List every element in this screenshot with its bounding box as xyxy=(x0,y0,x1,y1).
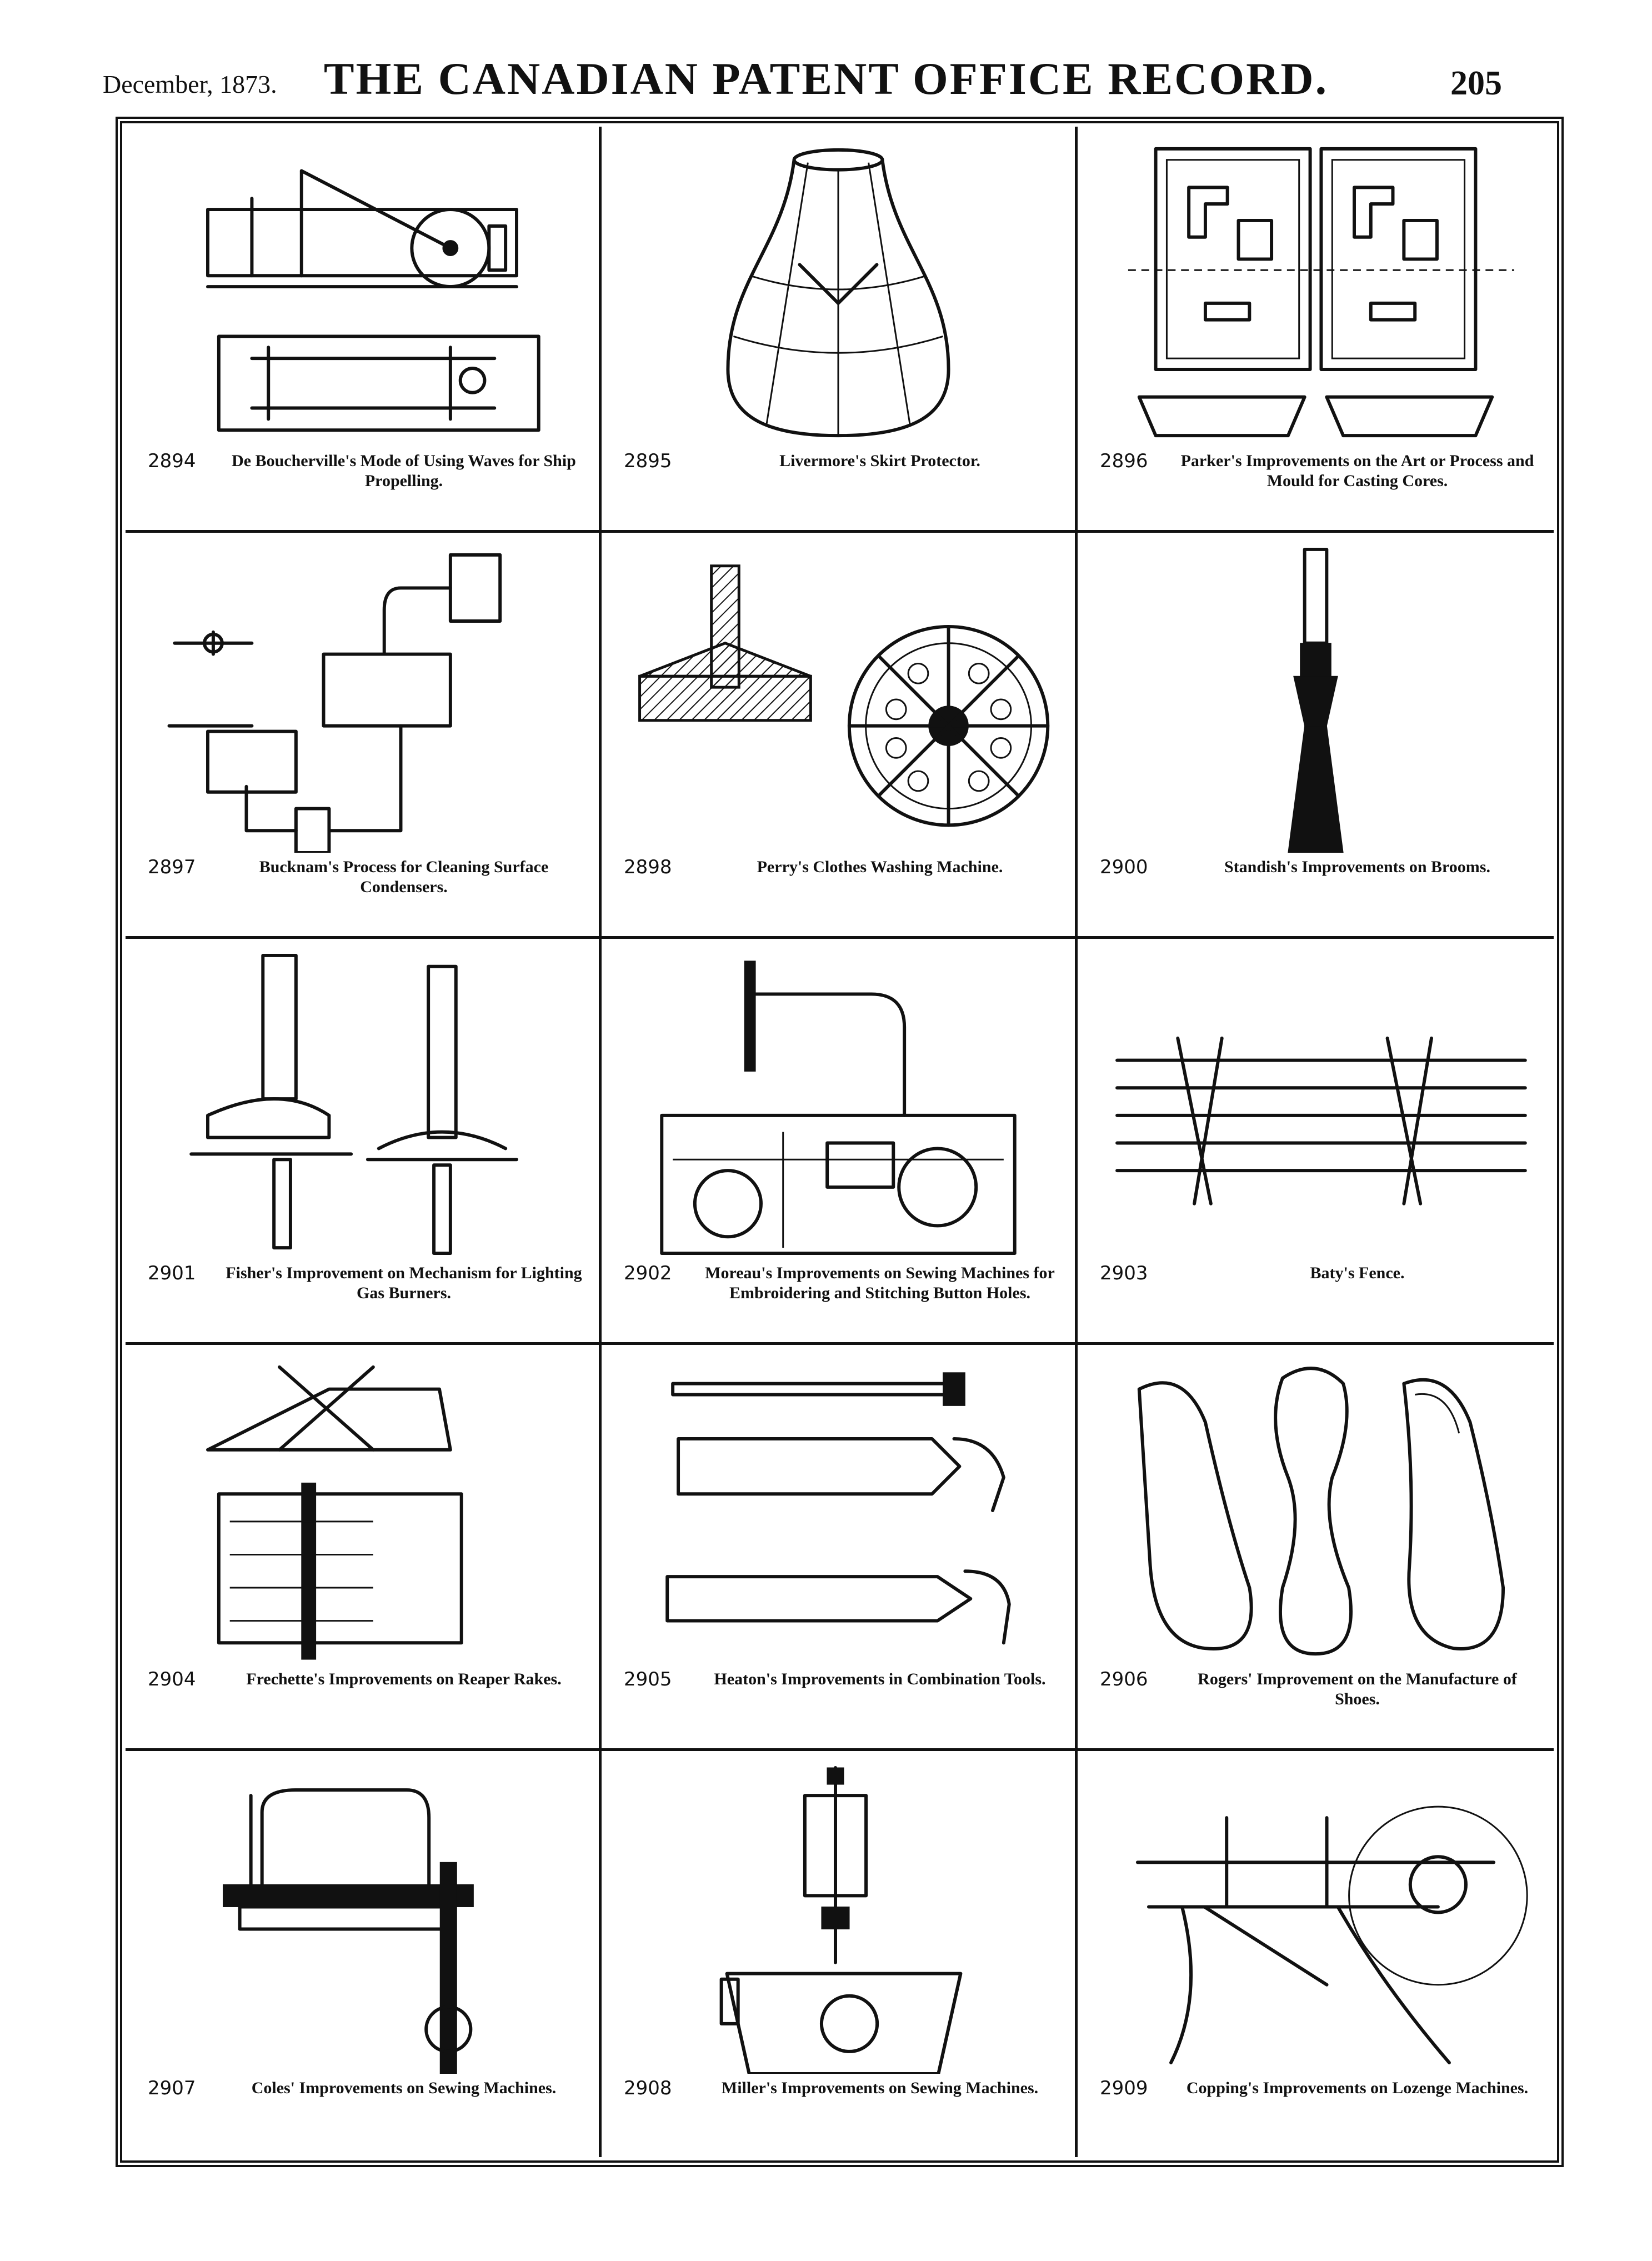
patent-title: Copping's Improvements on Lozenge Machin… xyxy=(1186,2079,1529,2097)
plate-caption: 2904 Frechette's Improvements on Reaper … xyxy=(148,1669,582,1736)
illustration-reaper-rake xyxy=(137,1356,588,1665)
patent-title: Bucknam's Process for Cleaning Surface C… xyxy=(259,858,549,896)
illustration-embroidering-machine xyxy=(613,950,1064,1259)
plate-2902: 2902 Moreau's Improvements on Sewing Mac… xyxy=(602,939,1078,1345)
illustration-gas-burner-lighter xyxy=(137,950,588,1259)
patent-title: Rogers' Improvement on the Manufacture o… xyxy=(1198,1670,1517,1708)
patent-number: 2906 xyxy=(1100,1668,1148,1690)
plate-caption: 2897 Bucknam's Process for Cleaning Surf… xyxy=(148,857,582,924)
page-number: 205 xyxy=(1450,64,1502,102)
illustration-broom xyxy=(1089,544,1543,853)
plate-2907: 2907 Coles' Improvements on Sewing Machi… xyxy=(126,1751,602,2157)
plate-2906: 2906 Rogers' Improvement on the Manufact… xyxy=(1078,1345,1554,1751)
illustration-shoe-soles xyxy=(1089,1356,1543,1665)
plate-caption: 2900 Standish's Improvements on Brooms. xyxy=(1100,857,1537,924)
patent-number: 2903 xyxy=(1100,1262,1148,1284)
patent-title: Livermore's Skirt Protector. xyxy=(779,452,980,470)
patent-number: 2909 xyxy=(1100,2077,1148,2099)
patent-number: 2901 xyxy=(148,1262,196,1284)
illustration-lozenge-machine xyxy=(1089,1762,1543,2074)
patent-title: Standish's Improvements on Brooms. xyxy=(1224,858,1490,876)
header-date: December, 1873. xyxy=(103,70,277,98)
plate-2894: 2894 De Boucherville's Mode of Using Wav… xyxy=(126,127,602,533)
plate-caption: 2908 Miller's Improvements on Sewing Mac… xyxy=(624,2078,1058,2145)
patent-title: Moreau's Improvements on Sewing Machines… xyxy=(705,1264,1055,1302)
illustration-sewing-machine-miller xyxy=(613,1762,1064,2074)
patent-title: Fisher's Improvement on Mechanism for Li… xyxy=(226,1264,582,1302)
patent-title: Parker's Improvements on the Art or Proc… xyxy=(1180,452,1534,490)
page-title: THE CANADIAN PATENT OFFICE RECORD. xyxy=(323,53,1329,104)
plate-caption: 2895 Livermore's Skirt Protector. xyxy=(624,451,1058,518)
plate-caption: 2898 Perry's Clothes Washing Machine. xyxy=(624,857,1058,924)
illustration-skirt-protector xyxy=(613,138,1064,447)
patent-title: Frechette's Improvements on Reaper Rakes… xyxy=(246,1670,562,1688)
plate-caption: 2907 Coles' Improvements on Sewing Machi… xyxy=(148,2078,582,2145)
plate-2898: 2898 Perry's Clothes Washing Machine. xyxy=(602,533,1078,939)
patent-number: 2907 xyxy=(148,2077,196,2099)
plate-2896: 2896 Parker's Improvements on the Art or… xyxy=(1078,127,1554,533)
plate-caption: 2903 Baty's Fence. xyxy=(1100,1263,1537,1330)
patent-title: De Boucherville's Mode of Using Waves fo… xyxy=(232,452,576,490)
illustration-sewing-machine-coles xyxy=(137,1762,588,2074)
illustration-condenser-cleaning xyxy=(137,544,588,853)
plate-grid: 2894 De Boucherville's Mode of Using Wav… xyxy=(126,127,1554,2157)
patent-number: 2896 xyxy=(1100,450,1148,472)
patent-number: 2895 xyxy=(624,450,672,472)
plate-caption: 2906 Rogers' Improvement on the Manufact… xyxy=(1100,1669,1537,1736)
plate-2905: 2905 Heaton's Improvements in Combinatio… xyxy=(602,1345,1078,1751)
page-header: December, 1873. THE CANADIAN PATENT OFFI… xyxy=(0,53,1652,114)
plate-2909: 2909 Copping's Improvements on Lozenge M… xyxy=(1078,1751,1554,2157)
patent-title: Heaton's Improvements in Combination Too… xyxy=(714,1670,1046,1688)
patent-number: 2902 xyxy=(624,1262,672,1284)
patent-number: 2900 xyxy=(1100,856,1148,878)
plate-2897: 2897 Bucknam's Process for Cleaning Surf… xyxy=(126,533,602,939)
patent-title: Baty's Fence. xyxy=(1310,1264,1405,1282)
illustration-combination-tool xyxy=(613,1356,1064,1665)
patent-title: Coles' Improvements on Sewing Machines. xyxy=(251,2079,557,2097)
plate-caption: 2909 Copping's Improvements on Lozenge M… xyxy=(1100,2078,1537,2145)
plate-2904: 2904 Frechette's Improvements on Reaper … xyxy=(126,1345,602,1751)
plate-caption: 2902 Moreau's Improvements on Sewing Mac… xyxy=(624,1263,1058,1330)
patent-number: 2904 xyxy=(148,1668,196,1690)
patent-title: Perry's Clothes Washing Machine. xyxy=(757,858,1003,876)
plate-2900: 2900 Standish's Improvements on Brooms. xyxy=(1078,533,1554,939)
patent-number: 2898 xyxy=(624,856,672,878)
patent-number: 2894 xyxy=(148,450,196,472)
patent-title: Miller's Improvements on Sewing Machines… xyxy=(721,2079,1039,2097)
patent-number: 2897 xyxy=(148,856,196,878)
plate-2903: 2903 Baty's Fence. xyxy=(1078,939,1554,1345)
illustration-casting-mould xyxy=(1089,138,1543,447)
plate-2901: 2901 Fisher's Improvement on Mechanism f… xyxy=(126,939,602,1345)
plate-caption: 2901 Fisher's Improvement on Mechanism f… xyxy=(148,1263,582,1330)
illustration-washing-machine xyxy=(613,544,1064,853)
plate-caption: 2894 De Boucherville's Mode of Using Wav… xyxy=(148,451,582,518)
illustration-wave-propeller xyxy=(137,138,588,447)
patent-number: 2908 xyxy=(624,2077,672,2099)
plate-caption: 2896 Parker's Improvements on the Art or… xyxy=(1100,451,1537,518)
illustration-fence xyxy=(1089,950,1543,1259)
plate-frame: 2894 De Boucherville's Mode of Using Wav… xyxy=(116,117,1564,2167)
plate-caption: 2905 Heaton's Improvements in Combinatio… xyxy=(624,1669,1058,1736)
plate-2908: 2908 Miller's Improvements on Sewing Mac… xyxy=(602,1751,1078,2157)
plate-2895: 2895 Livermore's Skirt Protector. xyxy=(602,127,1078,533)
patent-number: 2905 xyxy=(624,1668,672,1690)
